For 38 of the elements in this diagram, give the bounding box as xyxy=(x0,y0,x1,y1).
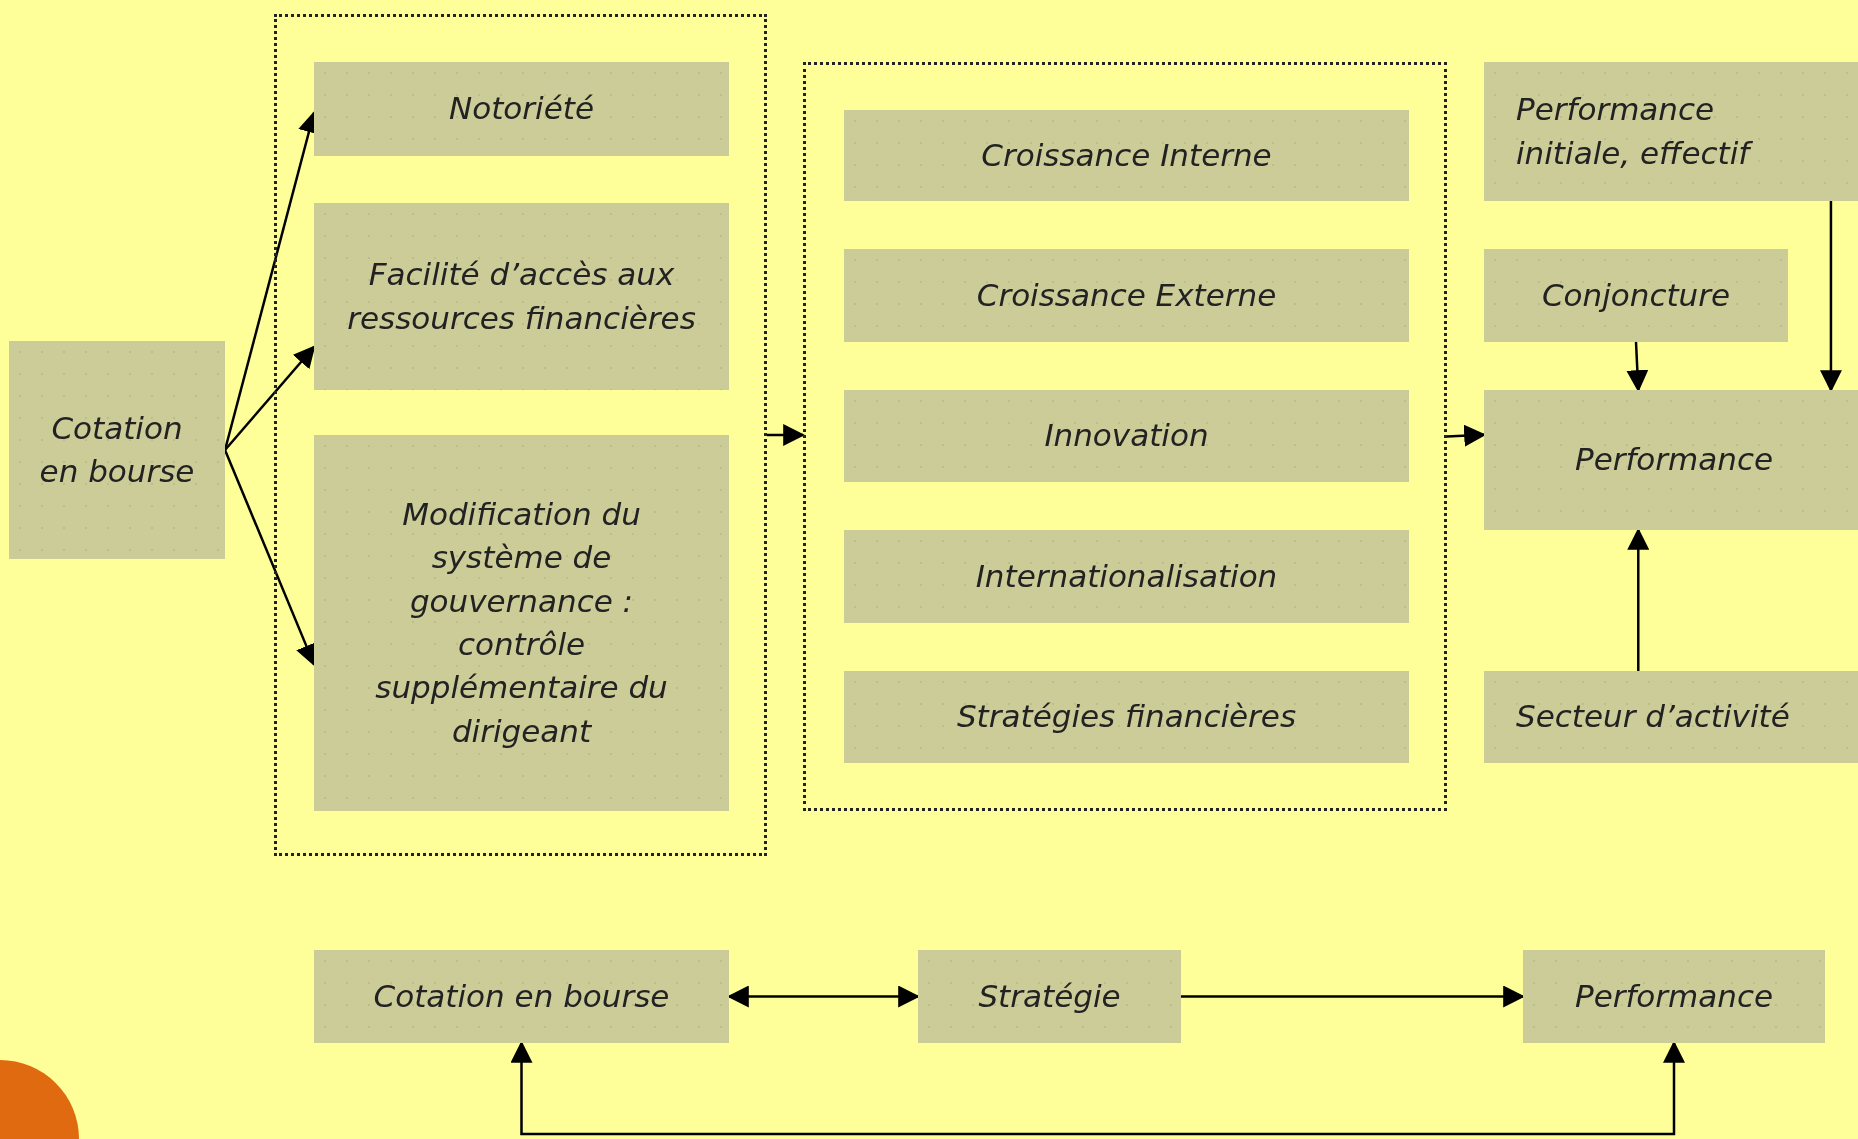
concept-box xyxy=(844,530,1409,623)
concept-box xyxy=(9,341,225,559)
box-label: Stratégie xyxy=(978,976,1121,1016)
arrow xyxy=(767,424,806,446)
box-label: Conjoncture xyxy=(1541,275,1731,315)
concept-box xyxy=(314,203,729,390)
dotted-group-frame xyxy=(274,14,767,856)
concept-box xyxy=(1523,950,1825,1043)
dotted-group-frame xyxy=(803,62,1447,811)
box-label: Facilité d’accès aux ressources financières xyxy=(346,255,697,338)
concept-box xyxy=(314,435,729,811)
concept-box xyxy=(314,62,729,156)
concept-box xyxy=(1484,390,1858,530)
box-label: Notoriété xyxy=(449,89,594,129)
arrow xyxy=(1819,201,1842,393)
box-label: Internationalisation xyxy=(975,556,1278,596)
box-label: Performance initiale, effectif xyxy=(1516,88,1774,175)
box-label: Performance xyxy=(1574,440,1774,480)
box-label: Secteur d’activité xyxy=(1516,697,1790,737)
box-label: Modification du système de gouvernance : contrôle supplémentaire du dirigeant xyxy=(374,494,669,751)
box-label: Performance xyxy=(1574,976,1774,1016)
box-label: Stratégies financières xyxy=(956,697,1297,737)
concept-box xyxy=(1484,671,1858,763)
box-label: Innovation xyxy=(1044,416,1209,456)
concept-box xyxy=(844,671,1409,763)
box-label: Cotation en bourse xyxy=(373,976,670,1016)
concept-box xyxy=(1484,62,1858,201)
box-label: Cotation en bourse xyxy=(39,408,195,491)
box-label: Croissance Interne xyxy=(981,135,1272,175)
arrow xyxy=(224,345,316,451)
concept-box xyxy=(1484,249,1788,342)
box-label: Croissance Externe xyxy=(976,275,1277,315)
concept-box xyxy=(314,950,729,1043)
arrow xyxy=(1626,341,1649,393)
concept-box xyxy=(844,390,1409,482)
concept-box xyxy=(844,110,1409,201)
concept-box xyxy=(844,249,1409,342)
concept-box xyxy=(918,950,1181,1043)
